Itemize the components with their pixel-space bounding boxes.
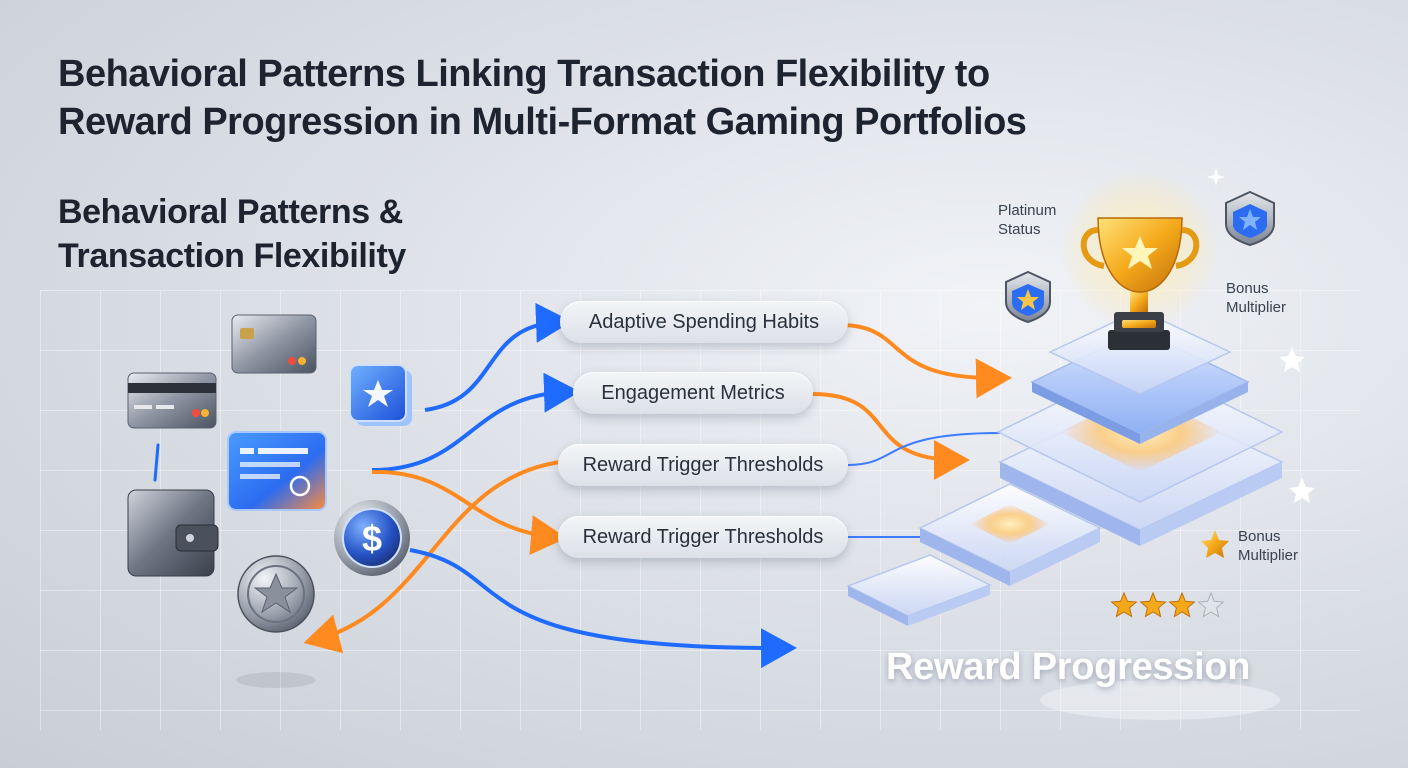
svg-text:$: $ — [362, 518, 382, 559]
shield-star-icon — [1005, 270, 1051, 324]
arrow-card-to-threshold — [371, 469, 567, 555]
card-icon — [231, 314, 317, 374]
star-rating — [1110, 591, 1225, 618]
flow-label-adaptive-spending: Adaptive Spending Habits — [560, 301, 848, 343]
star-badge-icon — [349, 364, 412, 426]
bonus-multiplier-label-bottom: Bonus Multiplier — [1238, 528, 1299, 564]
rating-star-filled-icon — [1168, 591, 1196, 618]
section-subtitle-line-2: Transaction Flexibility — [58, 237, 406, 275]
page-title: Behavioral Patterns Linking Transaction … — [58, 50, 1358, 146]
arrow-card-to-engagement — [371, 372, 580, 472]
arrow-badge-to-adaptive — [424, 302, 572, 412]
rating-star-filled-icon — [1139, 591, 1167, 618]
rating-star-empty-icon — [1197, 591, 1225, 618]
wallet-icon — [127, 489, 219, 577]
star-icon — [1289, 478, 1315, 503]
digital-card-icon — [227, 431, 327, 511]
section-subtitle-line-1: Behavioral Patterns & — [58, 193, 403, 231]
flow-arrows — [303, 302, 1012, 669]
page-title-line-1: Behavioral Patterns Linking Transaction … — [58, 53, 990, 95]
flow-label-engagement-metrics: Engagement Metrics — [573, 372, 813, 414]
trophy-icon — [1060, 170, 1220, 350]
flow-label-reward-trigger-thresholds-1: Reward Trigger Thresholds — [558, 444, 848, 486]
arrow-threshold-to-coin — [303, 460, 561, 654]
reward-pyramid — [846, 309, 1284, 720]
arrow-engagement-to-pyramid — [811, 392, 970, 480]
arrow-adaptive-to-pyramid — [839, 323, 1012, 399]
bonus-multiplier-label-top: Bonus Multiplier — [1226, 280, 1287, 316]
card-icon — [127, 372, 217, 429]
star-icon — [1201, 530, 1229, 558]
platinum-status-label: Platinum Status — [998, 202, 1057, 238]
page-title-line-2: Reward Progression in Multi-Format Gamin… — [58, 101, 1027, 143]
sparkle-icon — [1207, 168, 1225, 186]
star-coin-icon — [236, 555, 316, 688]
star-icon — [1279, 347, 1305, 372]
line-threshold-to-pyramid — [847, 432, 1001, 466]
arrow-coin-to-progress — [409, 548, 797, 669]
dollar-coin-icon: $ — [334, 500, 410, 576]
flow-label-reward-trigger-thresholds-2: Reward Trigger Thresholds — [558, 516, 848, 558]
connector-line — [153, 443, 160, 482]
rating-star-filled-icon — [1110, 591, 1138, 618]
shield-star-icon — [1225, 190, 1275, 247]
section-subtitle: Behavioral Patterns & Transaction Flexib… — [58, 190, 578, 278]
reward-progression-title: Reward Progression — [886, 646, 1251, 688]
